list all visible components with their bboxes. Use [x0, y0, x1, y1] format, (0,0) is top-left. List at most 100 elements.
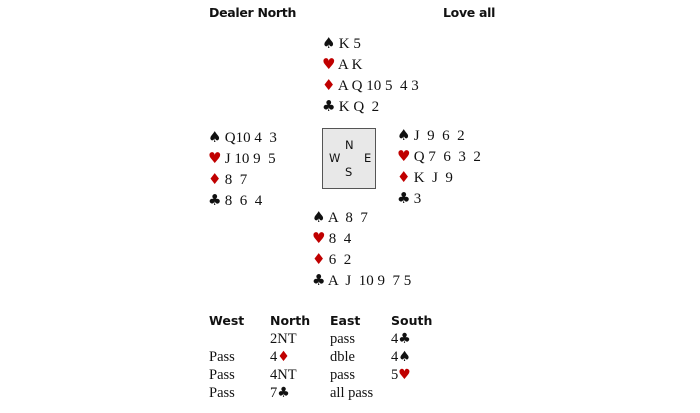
compass-south: S: [345, 165, 353, 179]
heart-icon: ♥: [322, 55, 336, 73]
compass-west: W: [329, 151, 341, 165]
north-diamonds-cards: A Q 10 5 4 3: [335, 78, 419, 94]
south-clubs-row: ♣ A J 10 9 7 5: [312, 270, 411, 291]
auction-header-north: North: [270, 313, 311, 328]
auction-bid: pass: [330, 366, 390, 384]
south-spades-row: ♠ A 8 7: [312, 207, 411, 228]
diamond-icon: ♦: [322, 76, 336, 94]
east-spades-cards: J 9 6 2: [410, 128, 465, 144]
south-diamonds-cards: 6 2: [325, 252, 352, 268]
diamond-icon: ♦: [397, 168, 411, 186]
heart-icon: ♥: [398, 367, 411, 383]
auction-bid: [391, 384, 451, 402]
auction-column-east: East pass dble pass all pass: [330, 312, 390, 402]
heart-icon: ♥: [208, 149, 222, 167]
vulnerability-label: Love all: [443, 5, 496, 20]
auction-bid: 4♦: [270, 348, 330, 366]
bid-text: 4NT: [270, 367, 297, 383]
bid-text: all pass: [330, 385, 374, 401]
compass-north: N: [345, 138, 354, 152]
east-hearts-row: ♥ Q 7 6 3 2: [397, 146, 481, 167]
south-hearts-row: ♥ 8 4: [312, 228, 411, 249]
auction-bid: 4NT: [270, 366, 330, 384]
auction-header-east: East: [330, 313, 361, 328]
east-spades-row: ♠ J 9 6 2: [397, 125, 481, 146]
south-hearts-cards: 8 4: [325, 231, 352, 247]
auction-bid: 4♠: [391, 348, 451, 366]
diamond-icon: ♦: [312, 250, 326, 268]
compass-east: E: [364, 151, 372, 165]
west-clubs-cards: 8 6 4: [221, 193, 263, 209]
auction-bid: 5♥: [391, 366, 451, 384]
south-clubs-cards: A J 10 9 7 5: [325, 273, 412, 289]
auction-bid: 2NT: [270, 330, 330, 348]
east-clubs-cards: 3: [410, 191, 422, 207]
east-diamonds-cards: K J 9: [410, 170, 453, 186]
auction-bid: 7♣: [270, 384, 330, 402]
spade-icon: ♠: [397, 126, 411, 144]
north-hearts-row: ♥ A K: [322, 54, 419, 75]
north-clubs-row: ♣ K Q 2: [322, 96, 419, 117]
west-spades-row: ♠ Q10 4 3: [208, 127, 277, 148]
west-hearts-row: ♥ J 10 9 5: [208, 148, 277, 169]
dealer-label: Dealer North: [209, 5, 297, 20]
auction-bid: Pass: [209, 366, 269, 384]
north-hearts-cards: A K: [335, 57, 363, 73]
spade-icon: ♠: [208, 128, 222, 146]
club-icon: ♣: [398, 331, 411, 347]
bid-text: Pass: [209, 385, 235, 401]
club-icon: ♣: [312, 271, 326, 289]
bid-text: 4: [391, 349, 399, 365]
west-hearts-cards: J 10 9 5: [221, 151, 276, 167]
spade-icon: ♠: [398, 349, 411, 365]
bid-text: Pass: [209, 349, 235, 365]
west-hand: ♠ Q10 4 3♥ J 10 9 5♦ 8 7♣ 8 6 4: [208, 127, 277, 211]
club-icon: ♣: [322, 97, 336, 115]
club-icon: ♣: [397, 189, 411, 207]
auction-header-south: South: [391, 313, 433, 328]
heart-icon: ♥: [312, 229, 326, 247]
diamond-icon: ♦: [277, 349, 290, 365]
auction-bid: Pass: [209, 384, 269, 402]
north-spades-row: ♠ K 5: [322, 33, 419, 54]
west-diamonds-cards: 8 7: [221, 172, 248, 188]
diamond-icon: ♦: [208, 170, 222, 188]
west-spades-cards: Q10 4 3: [221, 130, 277, 146]
auction-bid: [209, 330, 269, 348]
bid-text: pass: [330, 331, 355, 347]
east-hearts-cards: Q 7 6 3 2: [410, 149, 481, 165]
spade-icon: ♠: [312, 208, 326, 226]
south-diamonds-row: ♦ 6 2: [312, 249, 411, 270]
east-hand: ♠ J 9 6 2♥ Q 7 6 3 2♦ K J 9♣ 3: [397, 125, 481, 209]
bid-text: 2NT: [270, 331, 297, 347]
auction-bid: all pass: [330, 384, 390, 402]
north-diamonds-row: ♦ A Q 10 5 4 3: [322, 75, 419, 96]
compass-box: N W E S: [322, 128, 376, 189]
south-spades-cards: A 8 7: [325, 210, 368, 226]
bid-text: Pass: [209, 367, 235, 383]
bid-text: dble: [330, 349, 355, 365]
auction-bid: dble: [330, 348, 390, 366]
bid-text: 4: [270, 349, 278, 365]
bid-text: 7: [270, 385, 278, 401]
west-diamonds-row: ♦ 8 7: [208, 169, 277, 190]
auction-bid: pass: [330, 330, 390, 348]
spade-icon: ♠: [322, 34, 336, 52]
bid-text: 5: [391, 367, 399, 383]
north-hand: ♠ K 5♥ A K♦ A Q 10 5 4 3♣ K Q 2: [322, 33, 419, 117]
auction-bid: Pass: [209, 348, 269, 366]
heart-icon: ♥: [397, 147, 411, 165]
west-clubs-row: ♣ 8 6 4: [208, 190, 277, 211]
bid-text: 4: [391, 331, 399, 347]
south-hand: ♠ A 8 7♥ 8 4♦ 6 2♣ A J 10 9 7 5: [312, 207, 411, 291]
club-icon: ♣: [208, 191, 222, 209]
north-spades-cards: K 5: [335, 36, 361, 52]
east-clubs-row: ♣ 3: [397, 188, 481, 209]
bid-text: pass: [330, 367, 355, 383]
club-icon: ♣: [277, 385, 290, 401]
north-clubs-cards: K Q 2: [335, 99, 380, 115]
